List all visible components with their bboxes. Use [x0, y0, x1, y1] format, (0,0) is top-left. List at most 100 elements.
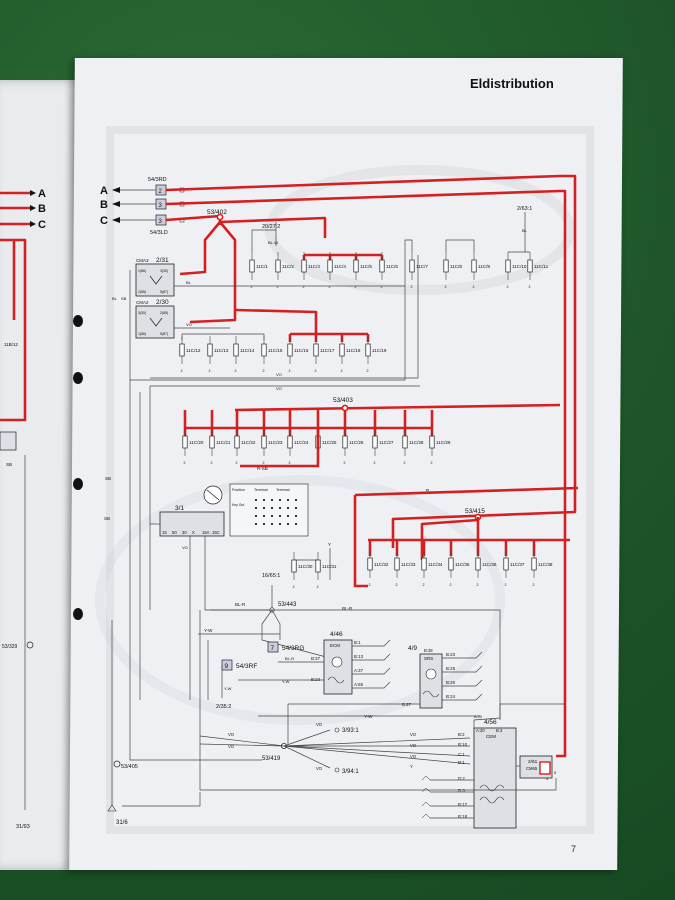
fuse-pin: 2 — [317, 585, 319, 589]
fuse-label: 11C/6 — [386, 264, 398, 269]
signal-wire — [181, 333, 265, 340]
signal-wire — [283, 745, 471, 765]
fuse-pin: 2 — [507, 285, 509, 289]
fuse-body — [409, 259, 415, 273]
signal-wire — [130, 239, 413, 381]
fuse-pin: 2 — [423, 583, 425, 587]
wire-code: BL-W — [268, 240, 278, 245]
ignition-pin: 15 — [162, 530, 167, 535]
fuse-pin: 2 — [211, 461, 213, 465]
power-wire — [354, 486, 579, 497]
fuse-body — [475, 557, 481, 571]
ignition-table-dot — [254, 514, 258, 518]
fuse-body — [471, 259, 477, 273]
signal-wire — [445, 239, 475, 252]
fuse-pin: 2 — [431, 461, 433, 465]
splice-53-402 — [216, 213, 224, 221]
cem-waveform — [479, 796, 505, 804]
wire-code: VO — [316, 722, 323, 727]
fuse-label: 11C/14 — [240, 348, 255, 353]
left-output-label: A — [38, 188, 46, 200]
fuse-label: 11C/38 — [538, 562, 553, 567]
wire-code: R — [426, 488, 430, 493]
wire-code: VO — [228, 744, 235, 749]
relay-pin: 2(85) — [138, 290, 146, 294]
ignition-table-dot — [286, 498, 290, 502]
wire-code: Y-W — [282, 679, 290, 684]
wire-code: Y-W — [204, 628, 213, 633]
fuse-pin: 2 — [533, 583, 535, 587]
ignition-table-dot — [278, 498, 282, 502]
cem-pin: D:3 — [458, 788, 465, 793]
connector-pin — [334, 767, 340, 773]
power-wire — [420, 518, 479, 560]
ignition-key-icon — [206, 489, 220, 501]
cem-pin: D:2 — [458, 776, 465, 781]
power-wire — [234, 308, 318, 334]
fuse-pin: 2 — [355, 285, 357, 289]
wire-code: VO — [276, 386, 282, 391]
ignition-table-dot — [270, 514, 274, 518]
relay-label: CMA3 — [136, 258, 149, 263]
fuse-body — [261, 343, 267, 357]
wire-code: BL-R — [342, 606, 353, 611]
fuse-body — [275, 259, 281, 273]
fuse-label: 11C/28 — [409, 440, 424, 445]
fuse-pin: 2 — [289, 369, 291, 373]
fuse-label: 11C/22 — [241, 440, 256, 445]
feed-letter: B — [100, 199, 108, 211]
fuse-pin: 2 — [450, 583, 452, 587]
fuse-label: 11C/29 — [436, 440, 451, 445]
fuse-body — [207, 343, 213, 357]
fuse-pin: 2 — [236, 461, 238, 465]
fuse-body — [443, 259, 449, 273]
signal-wire — [442, 679, 483, 687]
fuse-body — [315, 559, 321, 573]
feed-label: 54/3RD — [148, 177, 167, 183]
signal-wire — [473, 703, 565, 732]
fuse-label: 11C/19 — [372, 348, 387, 353]
page-number: 7 — [571, 844, 577, 854]
fuse-label: 11C/8 — [450, 264, 462, 269]
relay-coil — [149, 317, 163, 327]
ignition-pin: 15A — [202, 530, 210, 535]
wire-code: BL-R — [235, 602, 246, 607]
signal-wire — [442, 651, 483, 659]
power-wire — [165, 174, 577, 548]
feed-letter: C — [100, 215, 108, 227]
wire-code: Y — [328, 542, 331, 547]
ignition-table-dot — [294, 522, 298, 526]
ignition-table-header: Terminal — [276, 488, 290, 492]
fuse-label: 11C/4 — [334, 264, 346, 269]
fuse-pin: 2 — [303, 285, 305, 289]
signal-wire — [204, 536, 270, 611]
ignition-table-dot — [254, 506, 258, 510]
binder-hole — [73, 372, 83, 384]
relay-pin: 5(87) — [160, 290, 168, 294]
ignition-table-dot — [254, 522, 258, 526]
ignition-table-header: Terminal — [254, 488, 268, 492]
cm65-relay — [539, 761, 551, 775]
wire-code: SB — [104, 516, 110, 521]
srs-pin: B:24 — [446, 694, 456, 699]
relay-pin: 1(86) — [138, 269, 146, 273]
cem-pin: A:20 — [476, 728, 485, 733]
fuse-label: 11C/10 — [512, 264, 527, 269]
ignition-table-dot — [254, 498, 258, 502]
ignition-pin: 15C — [212, 530, 220, 535]
left-output-label: B — [38, 203, 46, 215]
srs-pin: B:23 — [446, 652, 456, 657]
signal-wire — [199, 743, 285, 747]
ignition-table-dot — [278, 522, 282, 526]
signal-wire — [283, 745, 471, 757]
splice-label: 53/403 — [333, 397, 353, 404]
relay-pin: 2(85) — [160, 311, 168, 315]
fuse-pin: 2 — [209, 369, 211, 373]
ignition-pin: X — [192, 530, 195, 535]
wire-code: Y — [410, 764, 413, 769]
fuse-label: 11C/31 — [322, 564, 337, 569]
wire-code: VO — [316, 766, 323, 771]
fuse-label: 11C/7 — [416, 264, 428, 269]
ecm-pin: B:37 — [311, 656, 321, 661]
ecm-waveform — [327, 676, 345, 684]
